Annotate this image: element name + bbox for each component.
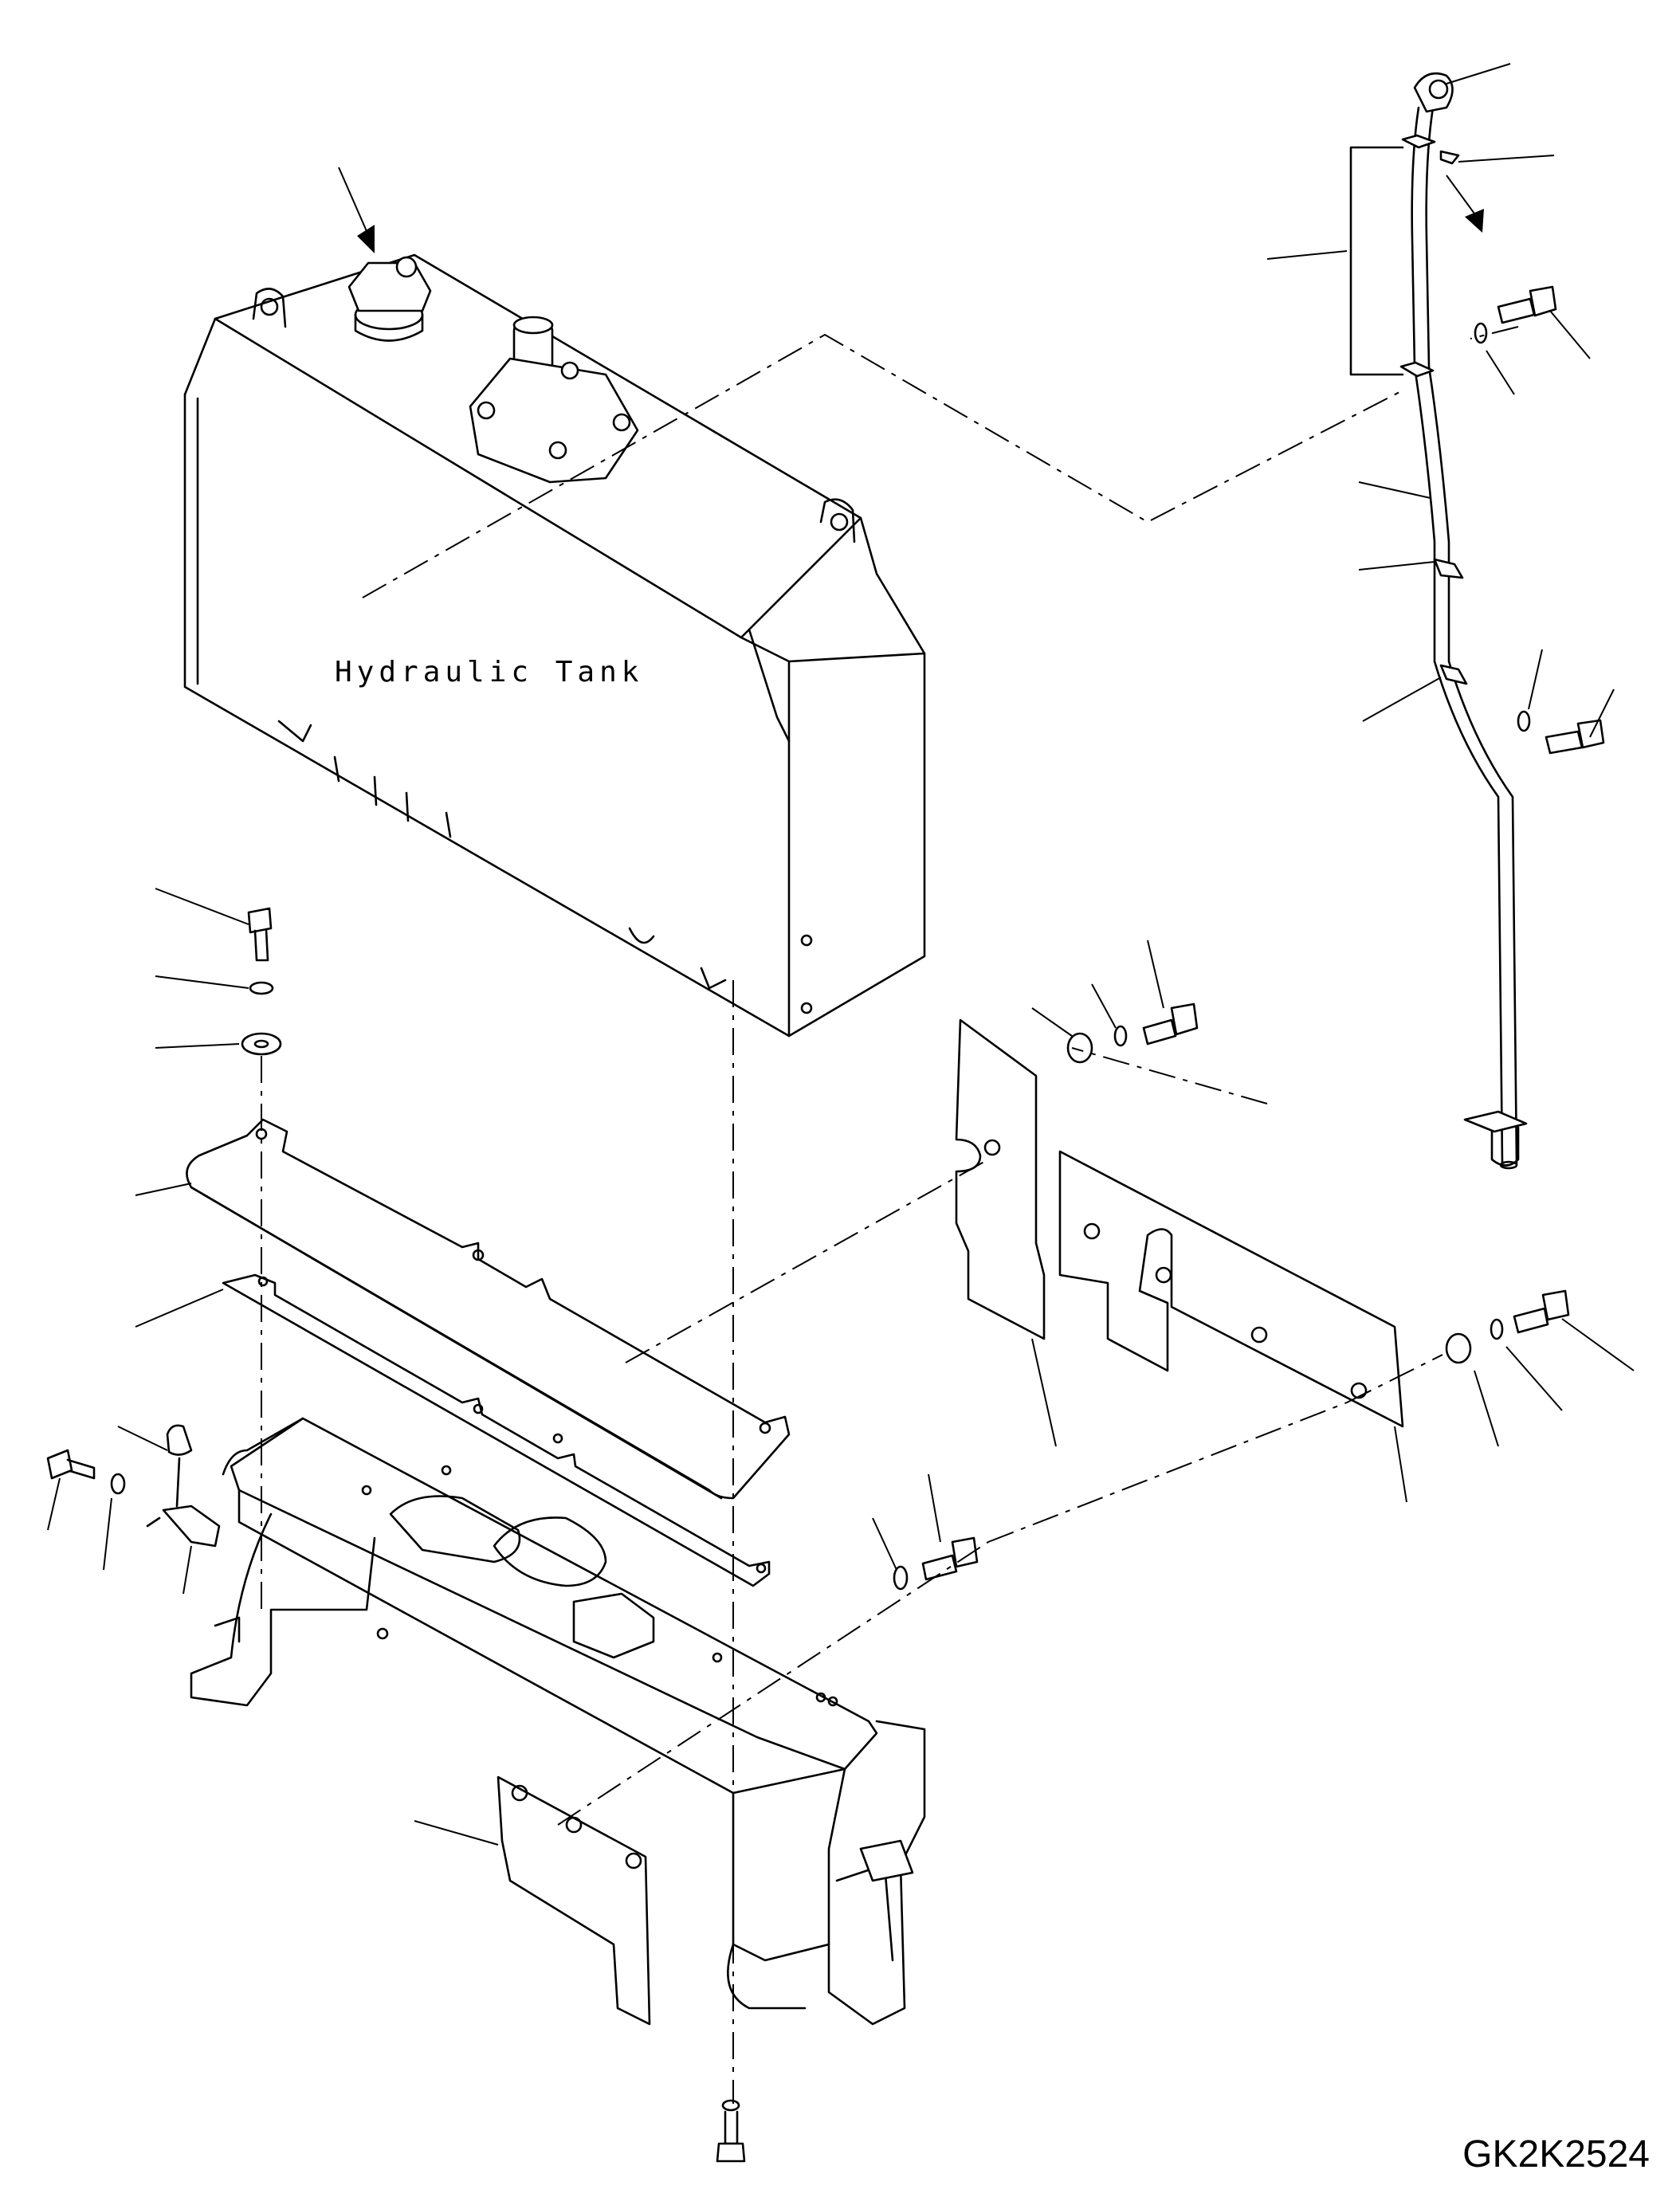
switch-bracket-set <box>46 1424 221 1548</box>
gauge-arrow <box>1446 175 1484 233</box>
level-gauge-pipe <box>1349 72 1528 1170</box>
strainer-cover <box>469 316 639 484</box>
side-plate-small <box>955 1018 1046 1340</box>
bolt-washer-set-left <box>241 907 282 1056</box>
drawing-code: GK2K2524 <box>1462 2133 1650 2175</box>
hydraulic-tank: Hydraulic Tank <box>183 253 926 1038</box>
hydraulic-tank-label: Hydraulic Tank <box>335 656 643 689</box>
filler-arrow <box>338 167 375 253</box>
assembly-lines <box>261 326 1519 2104</box>
lower-cover-plate <box>497 1775 651 2026</box>
tank-mount-frame <box>190 1417 926 2026</box>
bolt-washer-set-mid <box>893 1002 1570 1591</box>
filler-cap <box>347 256 432 342</box>
bolt-washer-set-top <box>1474 285 1605 755</box>
bottom-bolt <box>716 2099 746 2163</box>
side-plate-large <box>1058 1150 1404 1428</box>
cover-plate <box>186 1118 791 1500</box>
gasket <box>222 1273 771 1587</box>
leader-lines <box>47 63 1635 1846</box>
